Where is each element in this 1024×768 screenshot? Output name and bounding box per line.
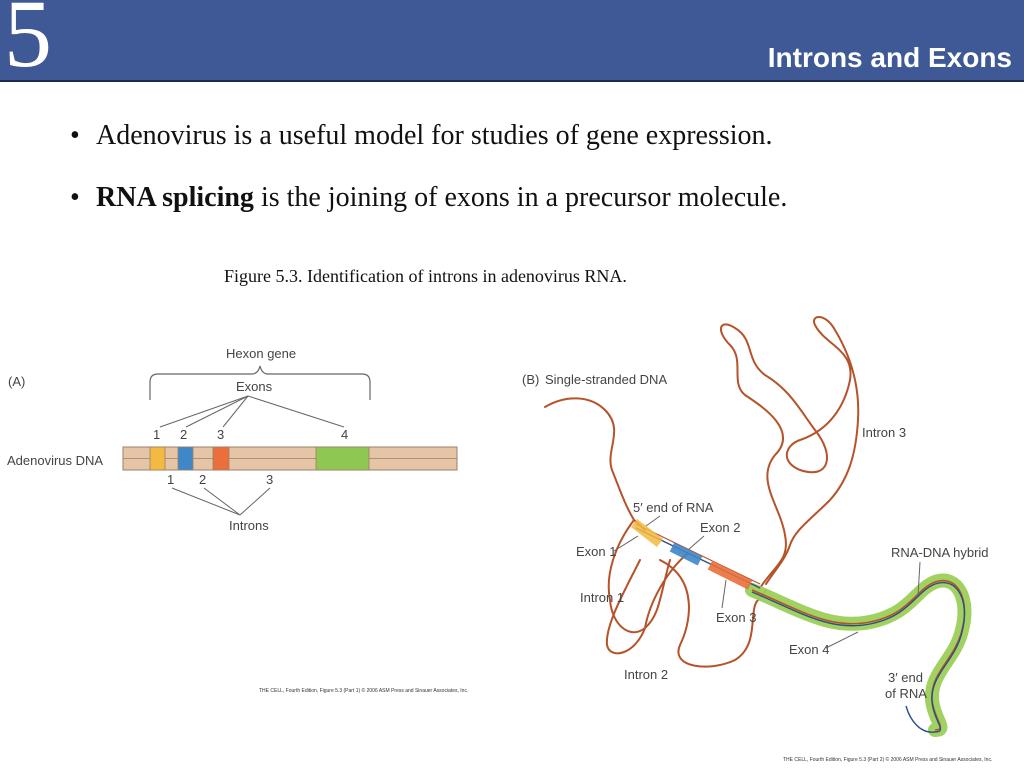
bullet-item-2: • RNA splicing is the joining of exons i…	[70, 180, 1010, 216]
bullet-item-1: • Adenovirus is a useful model for studi…	[70, 118, 1010, 154]
exon-1-label: Exon 1	[576, 544, 616, 559]
intron-number-1: 1	[167, 472, 174, 487]
intron-number-3: 3	[266, 472, 273, 487]
bullet-text-2: is the joining of exons in a precursor m…	[253, 182, 788, 213]
rna-dna-hybrid-label: RNA-DNA hybrid	[891, 545, 989, 560]
exon-3-hybrid	[707, 560, 753, 590]
exon-number-2: 2	[180, 427, 187, 442]
hexon-gene-bracket	[149, 365, 371, 400]
exon-4-label: Exon 4	[789, 642, 829, 657]
exon-number-3: 3	[217, 427, 224, 442]
intron-pointer-lines	[171, 487, 271, 516]
panel-b: (B) Single-stranded DNA Intron 3 5′ end …	[522, 316, 992, 763]
exon-3-block	[212, 446, 230, 471]
exon-2-label: Exon 2	[700, 520, 740, 535]
exon-1-block	[149, 446, 166, 471]
exon-4-block	[315, 446, 370, 471]
panel-b-credit: THE CELL, Fourth Edition, Figure 5.3 (Pa…	[783, 756, 992, 763]
panel-a-credit: THE CELL, Fourth Edition, Figure 5.3 (Pa…	[259, 687, 468, 694]
exon-number-4: 4	[341, 427, 348, 442]
exon-2-hybrid	[669, 542, 703, 566]
rna-3-end-label-line-2: of RNA	[885, 686, 927, 701]
rna-strand	[751, 581, 966, 733]
exon-3-label: Exon 3	[716, 610, 756, 625]
bullet-list: • Adenovirus is a useful model for studi…	[70, 118, 1010, 242]
bullet-text-1: Adenovirus is a useful model for studies…	[96, 120, 773, 151]
exons-label: Exons	[236, 379, 273, 394]
intron-2-label: Intron 2	[624, 667, 668, 682]
slide-title: Introns and Exons	[767, 42, 1012, 73]
chapter-number: 5	[4, 0, 52, 87]
rna-5-end-label: 5′ end of RNA	[633, 500, 714, 515]
single-stranded-dna-label: Single-stranded DNA	[545, 372, 667, 387]
bullet-icon: •	[70, 182, 80, 213]
panel-a-label: (A)	[8, 374, 25, 389]
exon-pointer-lines	[159, 395, 345, 428]
intron-1-label: Intron 1	[580, 590, 624, 605]
exon-1-hybrid	[630, 519, 664, 547]
slide-header: 5 Introns and Exons	[0, 0, 1024, 82]
bullet-icon: •	[70, 120, 80, 151]
introns-label: Introns	[229, 518, 269, 533]
figure-caption: Figure 5.3. Identification of introns in…	[224, 266, 627, 286]
hexon-gene-label: Hexon gene	[226, 346, 296, 361]
panel-a: (A) Hexon gene Exons 1 2 3 4 Adenovirus …	[7, 346, 468, 694]
rna-3-end-label-line-1: 3′ end	[888, 670, 923, 685]
ssdna-strand	[544, 316, 860, 668]
exon-2-block	[177, 446, 194, 471]
exon-number-1: 1	[153, 427, 160, 442]
panel-b-label: (B)	[522, 372, 539, 387]
adenovirus-dna-label: Adenovirus DNA	[7, 453, 103, 468]
intron-3-label: Intron 3	[862, 425, 906, 440]
bullet-bold-term: RNA splicing	[96, 182, 254, 213]
intron-number-2: 2	[199, 472, 206, 487]
